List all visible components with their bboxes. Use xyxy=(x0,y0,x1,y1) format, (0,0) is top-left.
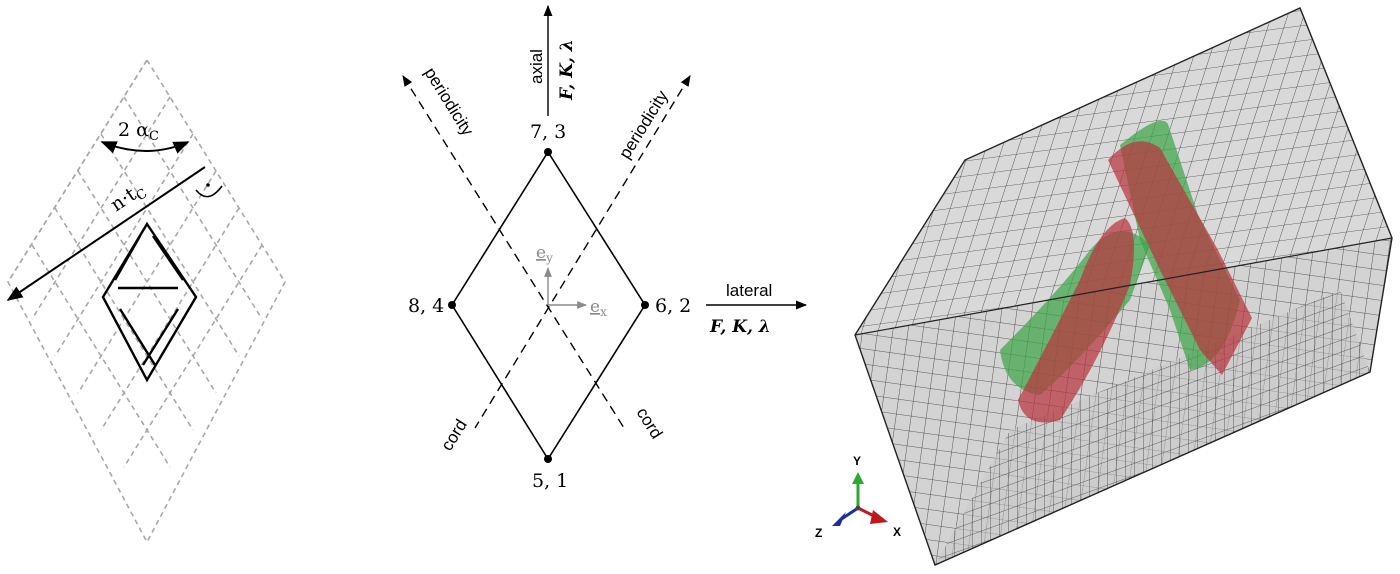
node-left-label: 8, 4 xyxy=(408,295,444,317)
angle-label: 2 αC xyxy=(118,119,159,144)
triad-z-head xyxy=(832,512,846,526)
periodicity-label-left: periodicity xyxy=(421,64,478,139)
axial-label: axial xyxy=(527,49,546,84)
periodicity-label-right: periodicity xyxy=(615,87,672,162)
right-panel-fe-mesh: Y X Z xyxy=(815,7,1393,566)
node-top-label: 7, 3 xyxy=(530,121,566,143)
center-panel-boundary-nodes: 7, 3 6, 2 5, 1 8, 4 ex ey axial F, K, λ … xyxy=(402,4,808,492)
axial-tensors: F, K, λ xyxy=(557,39,577,101)
lateral-tensors: F, K, λ xyxy=(709,317,771,337)
left-panel-unit-cell: 2 αC n·tC xyxy=(6,58,286,544)
length-arrow xyxy=(6,166,206,301)
triad-y-label: Y xyxy=(853,454,861,468)
triad-z-label: Z xyxy=(815,526,822,540)
node-top-dot xyxy=(544,148,552,156)
node-bottom-dot xyxy=(544,455,552,463)
periodic-grid xyxy=(7,58,286,544)
node-right-dot xyxy=(641,301,649,309)
periodicity-line-right xyxy=(474,75,691,429)
triad-x-label: X xyxy=(893,525,901,539)
lateral-label: lateral xyxy=(726,281,772,300)
unit-cell-diamond xyxy=(101,221,198,383)
triad-x-head xyxy=(870,510,888,524)
cord-red-2 xyxy=(1018,218,1134,423)
node-bottom-label: 5, 1 xyxy=(532,470,568,492)
coordinate-triad: Y X Z xyxy=(815,454,901,540)
node-left-dot xyxy=(448,301,456,309)
angle-arc xyxy=(100,141,190,154)
basis-y-label: ey xyxy=(536,243,553,265)
triad-y-head xyxy=(852,472,864,484)
right-angle-mark xyxy=(195,185,223,198)
cord-label-left: cord xyxy=(437,416,471,454)
basis-x-label: ex xyxy=(590,297,607,319)
right-angle-dot xyxy=(206,183,210,187)
node-right-label: 6, 2 xyxy=(655,295,691,317)
cord-label-right: cord xyxy=(633,404,667,442)
periodicity-line-left xyxy=(402,75,625,429)
cord-red-1 xyxy=(1108,141,1252,375)
